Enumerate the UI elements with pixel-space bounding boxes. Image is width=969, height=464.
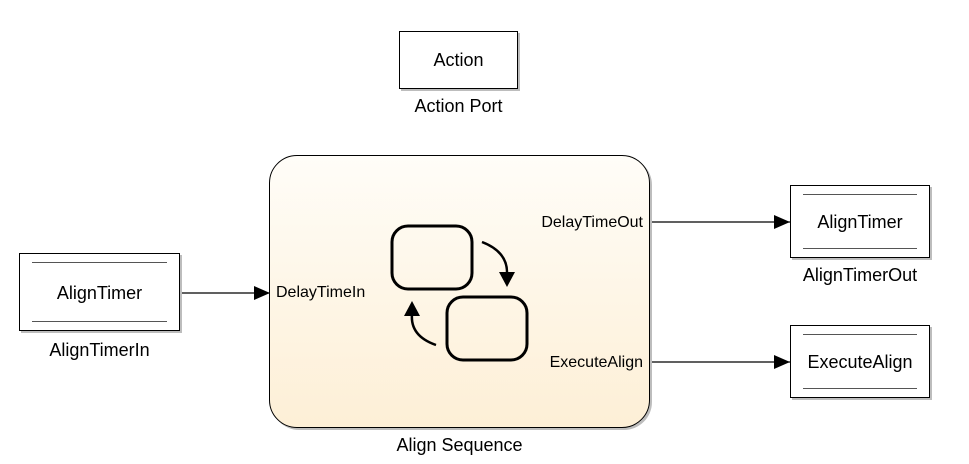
stateflow-icon: [390, 224, 529, 362]
output-port-execute-align: ExecuteAlign: [549, 354, 643, 371]
execute-align-block[interactable]: ExecuteAlign: [790, 325, 930, 398]
store-bottom-line: [803, 388, 917, 389]
align-timer-out-block[interactable]: AlignTimer: [790, 185, 930, 258]
align-timer-out-caption: AlignTimerOut: [802, 265, 918, 285]
input-port-delay-time-in: DelayTimeIn: [276, 284, 366, 301]
align-timer-in-block[interactable]: AlignTimer: [19, 253, 180, 331]
store-top-line: [803, 194, 917, 195]
output-port-delay-time-out: DelayTimeOut: [541, 214, 643, 231]
execute-align-label: ExecuteAlign: [807, 352, 913, 372]
action-port-label: Action: [433, 50, 484, 70]
arrow-delay-time-out: [774, 215, 790, 229]
action-port-caption: Action Port: [414, 96, 503, 116]
align-sequence-caption: Align Sequence: [396, 435, 523, 455]
action-port-block[interactable]: Action: [399, 31, 518, 89]
align-timer-out-label: AlignTimer: [817, 212, 903, 232]
store-top-line: [32, 262, 167, 263]
arrow-execute-align: [774, 355, 790, 369]
align-timer-in-label: AlignTimer: [56, 283, 143, 303]
arrow-delay-time-in: [254, 286, 270, 300]
store-bottom-line: [803, 248, 917, 249]
store-bottom-line: [32, 321, 167, 322]
align-sequence-chart-block[interactable]: DelayTimeIn DelayTimeOut ExecuteAlign: [269, 155, 650, 428]
align-timer-in-caption: AlignTimerIn: [49, 340, 150, 360]
store-top-line: [803, 334, 917, 335]
